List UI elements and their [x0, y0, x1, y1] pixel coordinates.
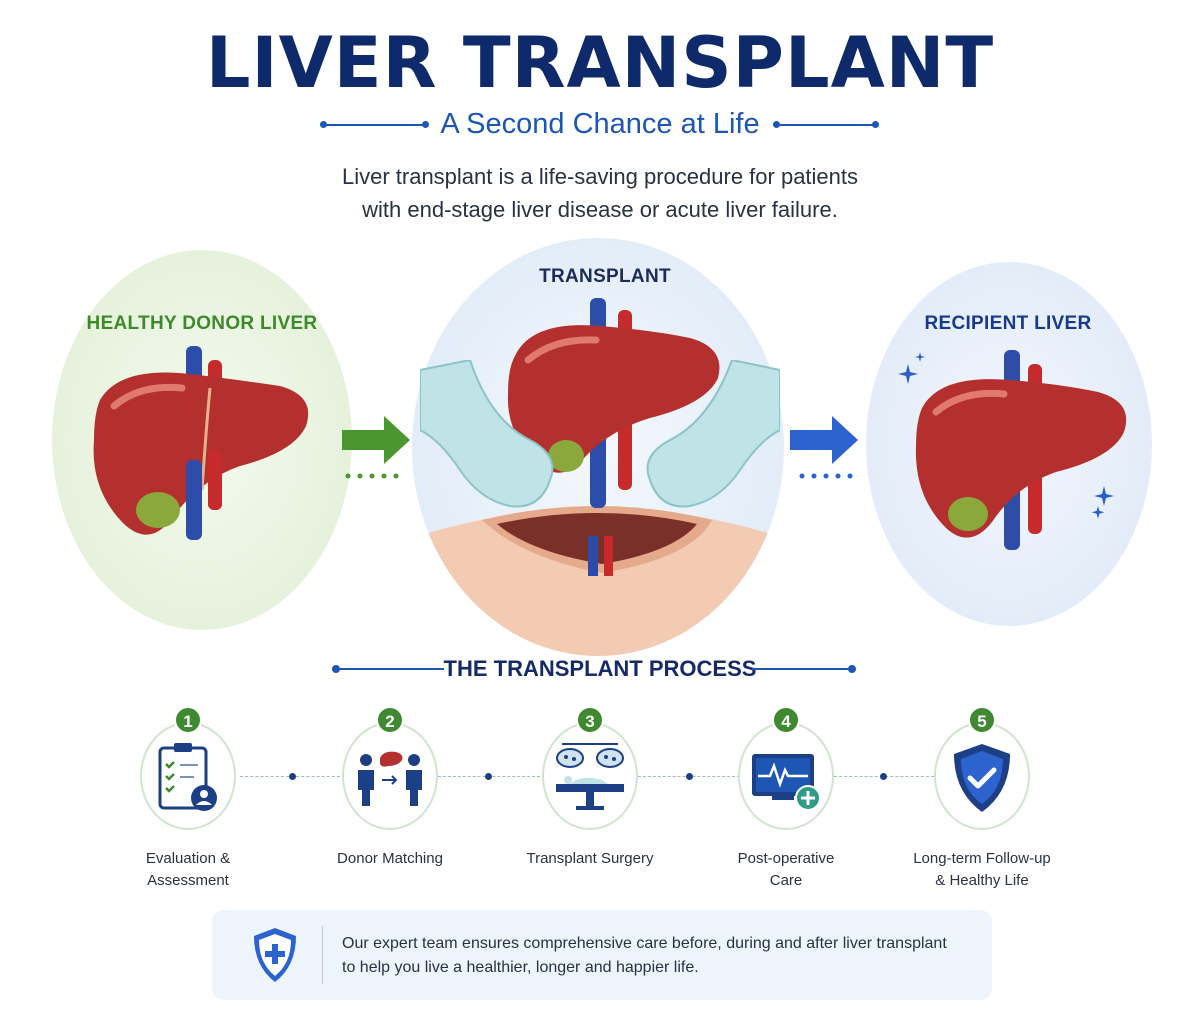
decorative-line — [338, 668, 444, 670]
footer-line-1: Our expert team ensures comprehensive ca… — [342, 935, 947, 952]
shield-check-icon — [954, 744, 1010, 812]
donor-liver-icon — [93, 346, 309, 540]
footer-line-2: to help you live a healthier, longer and… — [342, 959, 699, 976]
connector-dot — [289, 773, 296, 780]
transplant-liver-icon — [507, 298, 720, 508]
connector-dot — [880, 773, 887, 780]
footer-banner: Our expert team ensures comprehensive ca… — [212, 910, 992, 1000]
heart-monitor-icon — [752, 754, 821, 811]
footer-divider — [322, 926, 323, 984]
page-subtitle: A Second Chance at Life — [440, 108, 760, 140]
step-number-badge: 3 — [576, 706, 604, 734]
step-label: Transplant Surgery — [526, 850, 654, 867]
decorative-dot — [422, 121, 429, 128]
page-title: LIVER TRANSPLANT — [205, 22, 995, 104]
step-number-badge: 4 — [772, 706, 800, 734]
connector-dot — [686, 773, 693, 780]
recipient-liver-label: RECIPIENT LIVER — [924, 313, 1092, 334]
step-number-badge: 2 — [376, 706, 404, 734]
footer-text: Our expert team ensures comprehensive ca… — [342, 932, 972, 980]
decorative-dot — [848, 665, 856, 673]
medical-shield-icon — [254, 928, 296, 982]
decorative-dot — [332, 665, 340, 673]
arrow-right-icon — [790, 416, 858, 479]
step-circle — [542, 722, 638, 830]
sparkle-icon — [898, 352, 925, 384]
intro-line-1: Liver transplant is a life-saving proced… — [341, 164, 859, 189]
donor-recipient-icon — [358, 751, 422, 806]
abdomen-incision-illustration — [412, 506, 784, 656]
arrow-right-icon — [342, 416, 410, 479]
intro-text: Liver transplant is a life-saving proced… — [0, 160, 1200, 226]
operating-room-icon — [556, 743, 624, 810]
decorative-dot — [320, 121, 327, 128]
process-title: THE TRANSPLANT PROCESS — [443, 656, 757, 681]
decorative-line — [326, 124, 426, 126]
transplant-label: TRANSPLANT — [539, 266, 671, 287]
sparkle-icon — [1092, 486, 1114, 519]
recipient-liver-icon — [915, 350, 1127, 550]
step-number-badge: 1 — [174, 706, 202, 734]
decorative-line — [752, 668, 850, 670]
step-label: Long-term Follow-up & Healthy Life — [913, 850, 1051, 889]
decorative-line — [778, 124, 876, 126]
connector-dot — [485, 773, 492, 780]
subtitle-row: A Second Chance at Life — [0, 106, 1200, 142]
clipboard-checklist-icon — [158, 743, 217, 811]
intro-line-2: with end-stage liver disease or acute li… — [362, 197, 838, 222]
step-label: Post-operative Care — [737, 850, 835, 889]
decorative-dot — [773, 121, 780, 128]
step-number-badge: 5 — [968, 706, 996, 734]
decorative-dot — [872, 121, 879, 128]
step-label: Donor Matching — [337, 850, 443, 867]
donor-liver-label: HEALTHY DONOR LIVER — [86, 313, 318, 334]
surgeon-gloves-icon — [420, 360, 780, 508]
step-label: Evaluation & Assessment — [145, 850, 231, 889]
